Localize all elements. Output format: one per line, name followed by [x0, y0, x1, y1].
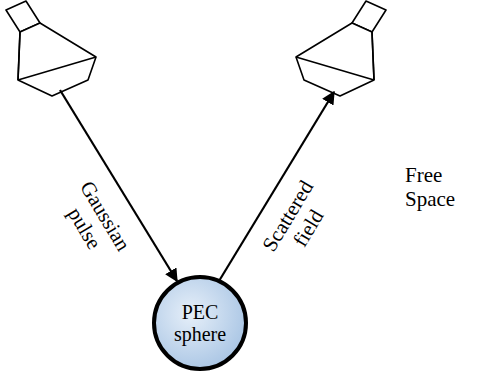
arrow-label: Scattered field [257, 176, 338, 268]
node-label: PEC sphere [174, 301, 226, 345]
horn-antenna [296, 1, 386, 96]
region-label: Free Space [405, 163, 455, 211]
arrow-label: Gaussian pulse [55, 177, 136, 268]
horn-antenna [6, 1, 96, 96]
sphere-node: PEC sphere [152, 275, 248, 371]
sphere-circle [154, 277, 246, 369]
